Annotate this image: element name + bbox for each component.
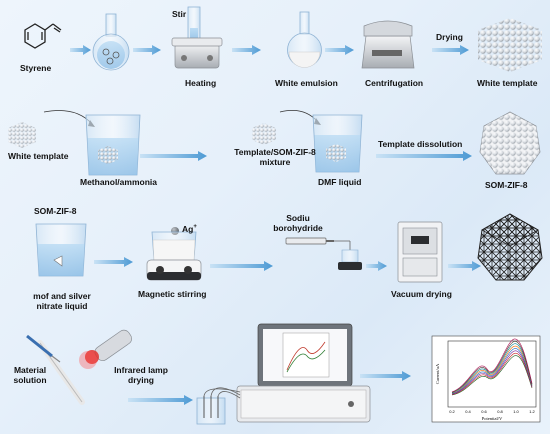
label-reductant-line1: Sodiu [286,213,310,223]
graph-tick-label: 1.2 [529,409,535,414]
label-drying: Drying [436,32,463,42]
label-mixture-line1: Template/SOM-ZIF-8 [234,147,316,157]
flow-arrow [432,45,469,55]
graph-ylabel: Current/uA [435,363,440,384]
flow-arrow [325,45,354,55]
label-infrared-line2: drying [128,374,154,385]
label-ag: Ag [182,223,194,234]
flow-arrow [140,151,207,161]
vacuum-oven-icon [397,221,443,283]
cv-curve [451,346,533,394]
label-infrared-drying: Infrared lamp drying [106,365,176,386]
label-ag-charge: + [193,224,197,230]
flow-arrow [360,371,411,381]
flow-arrow [70,45,91,55]
label-material-line2: solution [13,374,47,385]
cv-curve [451,353,533,395]
label-mof-line1: mof and silver [33,291,91,301]
graph-tick-label: 0.4 [465,409,471,414]
flow-arrow [128,395,193,405]
mixture-cube-icon [252,123,276,145]
cv-curve [451,348,533,394]
workstation-icon [236,323,371,423]
flow-arrow [133,45,161,55]
graph-tick-label: 0.2 [449,409,455,414]
label-infrared-line1: Infrared lamp [114,365,168,375]
round-flask-icon [92,13,130,71]
dmf-beaker-icon [312,114,363,173]
cv-curve [451,350,533,395]
label-template-dissolution: Template dissolution [378,139,463,149]
flow-arrow [210,261,273,271]
curved-arrow [43,110,93,125]
curved-arrow [279,109,319,123]
heating-stirrer-icon [171,6,223,69]
label-som-zif8: SOM-ZIF-8 [485,180,528,190]
label-mof-line2: nitrate liquid [36,300,88,311]
flow-arrow [376,151,472,161]
label-mixture-line2: mixture [259,156,291,167]
cv-curve [451,338,533,393]
cv-curve [451,355,533,396]
label-ag-ion: Ag+ [182,224,197,235]
infrared-lamp-icon [79,329,132,369]
label-som-zif8-2: SOM-ZIF-8 [34,206,77,216]
label-material-solution: Material solution [8,365,52,386]
label-stir: Stir [172,9,187,19]
graph-tick-label: 0.8 [497,409,503,414]
graph-tick-label: 1.0 [513,409,519,414]
graph-plot-area [447,340,537,408]
silver-loaded-polyhedron-icon [477,213,543,281]
label-mixture: Template/SOM-ZIF-8 mixture [220,147,330,168]
label-dmf-liquid: DMF liquid [318,177,362,187]
cv-curve [451,343,533,394]
flow-arrow [366,261,387,271]
label-styrene: Styrene [20,63,52,73]
white-template-cube-icon [478,18,542,72]
som-zif8-polyhedron-icon [479,111,541,175]
mof-silver-beaker-icon [35,223,87,277]
label-reductant: Sodiu borohydride [268,213,328,234]
emulsion-flask-icon [287,11,322,68]
label-vacuum-drying: Vacuum drying [391,289,452,299]
methanol-beaker-icon [85,114,141,176]
dropper-icon [26,334,61,363]
flow-arrow [232,45,261,55]
label-white-template-2: White template [8,151,69,161]
flow-arrow [94,257,133,267]
label-mof-silver: mof and silver nitrate liquid [22,291,102,312]
label-reductant-line2: borohydride [273,222,323,233]
label-heating: Heating [185,78,217,88]
label-centrifugation: Centrifugation [365,78,424,88]
graph-tick-label: 0.6 [481,409,487,414]
graph-xlabel: Potential/V [482,416,503,421]
flow-arrow [448,261,481,271]
label-material-line1: Material [13,365,47,375]
small-template-cube-icon [8,122,36,148]
syringe-stirrer-icon [285,237,362,270]
magnetic-stirrer-icon [146,231,202,281]
cv-curve [451,341,533,393]
label-magnetic-stirring: Magnetic stirring [138,289,207,299]
styrene-molecule-icon [24,23,62,49]
cv-graph: 0.2 0.4 0.6 0.8 1.0 1.2 Potential/V Current/u… [431,335,541,423]
label-methanol-ammonia: Methanol/ammonia [80,177,157,187]
label-white-template: White template [477,78,538,88]
electrolytic-cell-icon [196,387,241,425]
label-white-emulsion: White emulsion [275,78,338,88]
centrifuge-icon [361,20,415,69]
